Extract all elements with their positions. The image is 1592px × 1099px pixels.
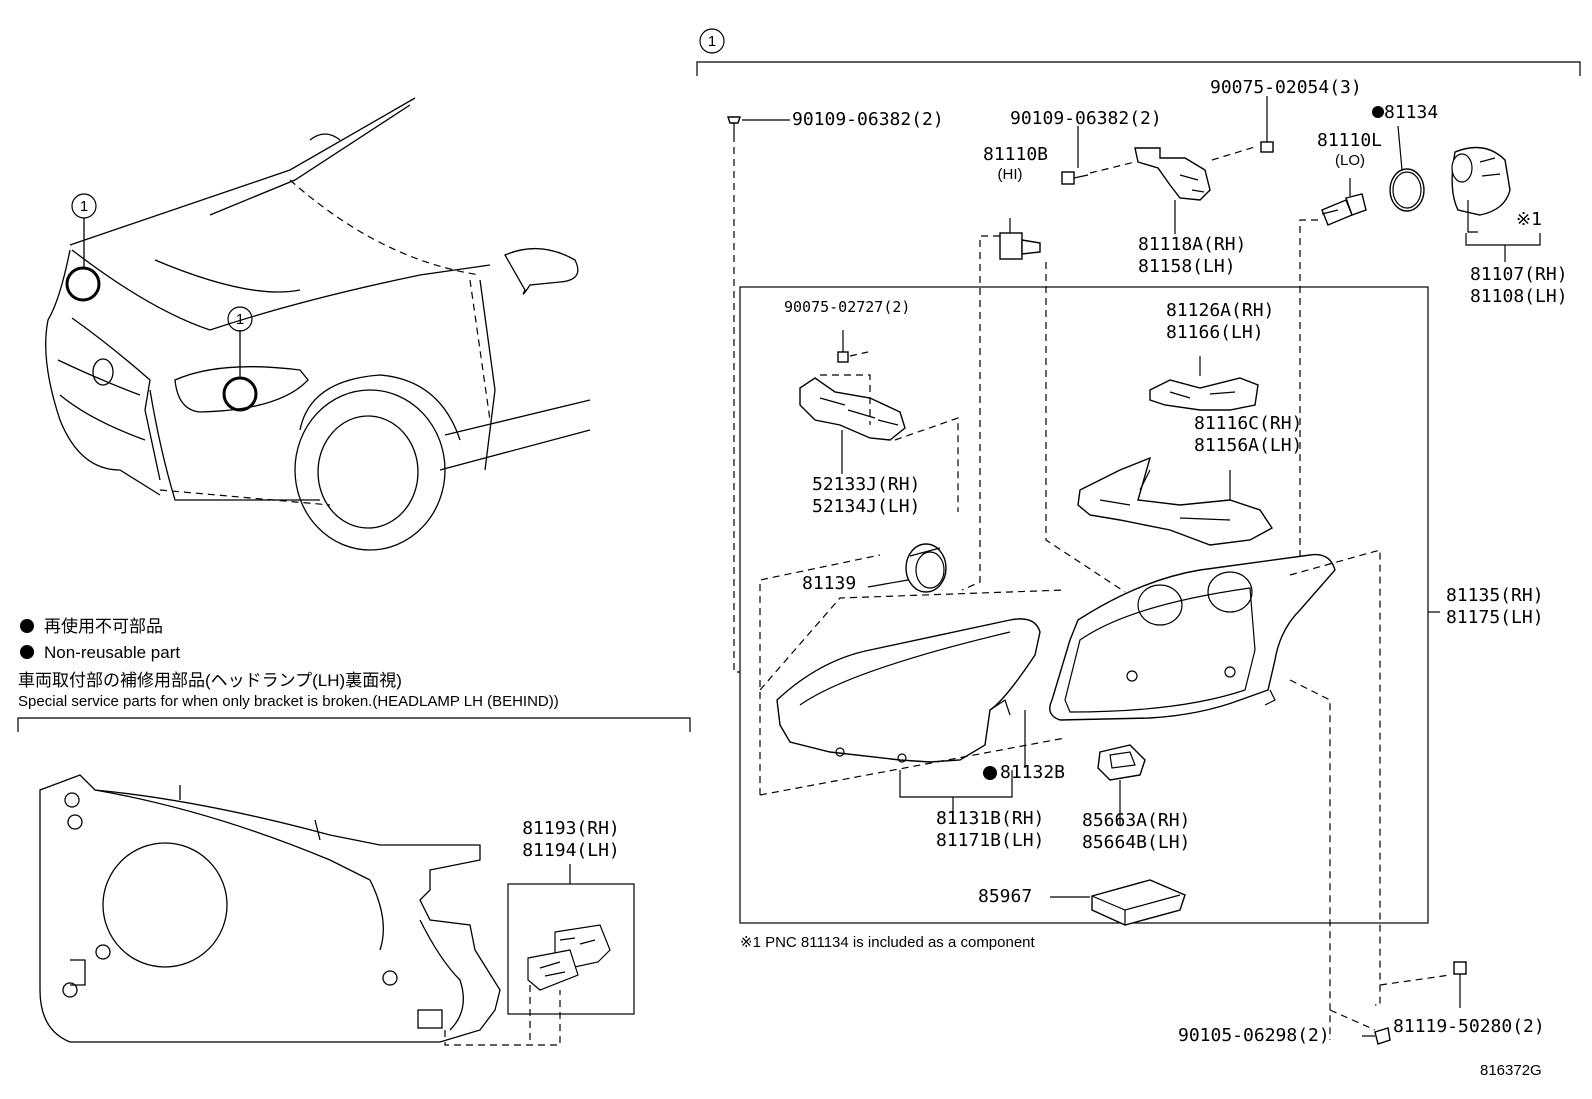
screw-icon (1260, 130, 1274, 153)
label-81134: 81134 (1384, 102, 1438, 123)
label-81118A: 81118A(RH) (1138, 234, 1246, 255)
label-hi: (HI) (998, 166, 1023, 183)
screw-icon (837, 330, 849, 363)
label-81110L: 81110L (1317, 130, 1382, 151)
assembly-bracket (696, 61, 1581, 76)
seal-ring-icon (1389, 125, 1425, 212)
adjuster-bracket-icon (799, 377, 906, 441)
label-90075-02727: 90075-02727(2) (784, 298, 910, 316)
label-81139: 81139 (802, 573, 856, 594)
legend-nonreusable-en: Non-reusable part (44, 643, 180, 662)
non-reusable-dot-icon (983, 766, 997, 780)
callout-1-right: 1 (708, 33, 716, 50)
special-bracket (17, 717, 691, 732)
legend-nonreusable-jp: 再使用不可部品 (44, 616, 163, 636)
screw-icon (1453, 961, 1467, 1008)
callout-1-circle (699, 28, 725, 54)
car-front-illustration (45, 97, 591, 551)
label-52133J: 52133J(RH) (812, 474, 920, 495)
lo-bulb-icon (1321, 178, 1367, 226)
screw-icon (1362, 1027, 1391, 1045)
headlamp-lens-icon (776, 618, 1041, 763)
lower-reflector-bracket-icon (1077, 456, 1274, 546)
label-90105-06298: 90105-06298(2) (1178, 1025, 1330, 1046)
assembly-box (739, 286, 1429, 924)
bracket-detail-box (507, 883, 635, 1015)
hi-bulb-icon (999, 218, 1041, 260)
non-reusable-dot-icon (20, 645, 34, 659)
label-81194: 81194(LH) (522, 840, 620, 861)
label-81108: 81108(LH) (1470, 286, 1568, 307)
label-90075-02054: 90075-02054(3) (1210, 77, 1362, 98)
actuator-ring-icon (905, 543, 947, 593)
non-reusable-dot-icon (20, 619, 34, 633)
label-81131B: 81131B(RH) (936, 808, 1044, 829)
upper-reflector-bracket-icon (1149, 377, 1259, 411)
screw-icon (727, 116, 741, 135)
label-81110B: 81110B (983, 144, 1048, 165)
label-85967: 85967 (978, 886, 1032, 907)
label-90109-mid: 90109-06382(2) (1010, 108, 1162, 129)
headlamp-housing-icon (1049, 553, 1336, 721)
label-81158: 81158(LH) (1138, 256, 1236, 277)
label-85664B: 85664B(LH) (1082, 832, 1190, 853)
headlamp-behind-illustration (39, 774, 501, 1043)
label-81126A: 81126A(RH) (1166, 300, 1274, 321)
label-85663A: 85663A(RH) (1082, 810, 1190, 831)
bracket-leader (444, 990, 561, 1046)
label-90109-left: 90109-06382(2) (792, 109, 944, 130)
headlamp-bracket-icon (1134, 147, 1211, 201)
legend-special-en: Special service parts for when only brac… (18, 693, 559, 710)
label-81116C: 81116C(RH) (1194, 413, 1302, 434)
label-lo: (LO) (1335, 152, 1365, 169)
label-81107: 81107(RH) (1470, 264, 1568, 285)
label-81119-50280: 81119-50280(2) (1393, 1016, 1545, 1037)
control-unit-icon (1091, 879, 1186, 926)
label-note-1: ※1 (1516, 209, 1542, 230)
label-81193: 81193(RH) (522, 818, 620, 839)
label-81132B: 81132B (1000, 762, 1065, 783)
screw-icon (1061, 171, 1089, 185)
footnote: ※1 PNC 811134 is included as a component (740, 934, 1036, 951)
diagram-id: 816372G (1480, 1062, 1542, 1079)
label-81166: 81166(LH) (1166, 322, 1264, 343)
label-81171B: 81171B(LH) (936, 830, 1044, 851)
callout-1-left-b: 1 (236, 311, 244, 328)
legend-special-jp: 車両取付部の補修用部品(ヘッドランプ(LH)裏面視) (18, 670, 402, 690)
ballast-icon (1097, 744, 1146, 781)
non-reusable-dot-icon (1372, 106, 1384, 118)
socket-cover-icon (1451, 146, 1511, 233)
label-81175: 81175(LH) (1446, 607, 1544, 628)
label-52134J: 52134J(LH) (812, 496, 920, 517)
label-81135: 81135(RH) (1446, 585, 1544, 606)
label-81156A: 81156A(LH) (1194, 435, 1302, 456)
callout-1-left-a: 1 (80, 198, 88, 215)
bracket-part-icon (527, 924, 611, 991)
